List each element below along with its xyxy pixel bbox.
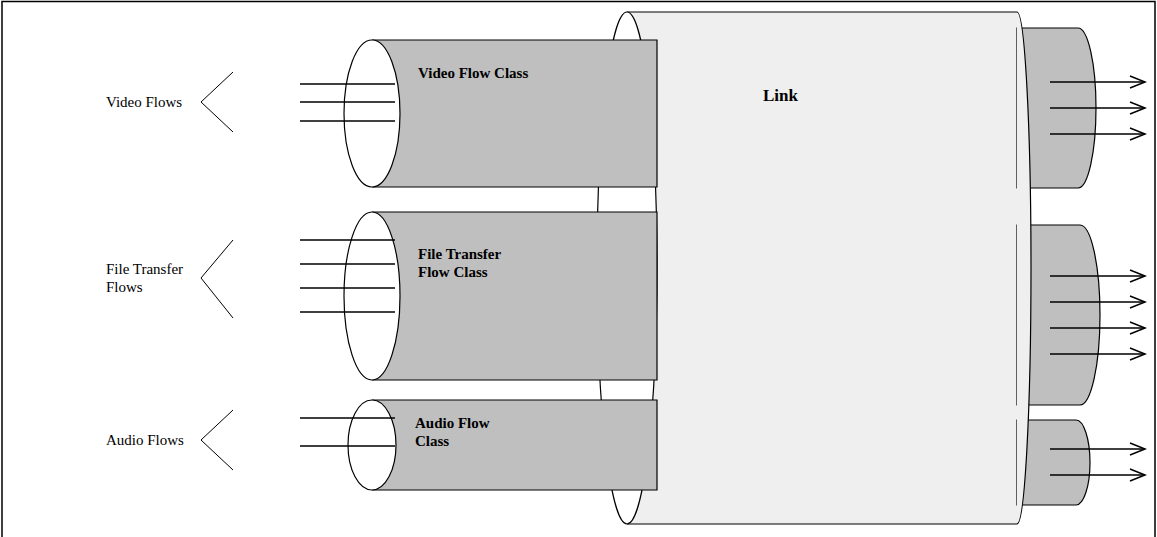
link-cap <box>1017 12 1031 524</box>
flow-class-pipe: File Transfer Flow Class <box>344 212 657 380</box>
flow-group-label: Audio Flows <box>106 431 200 449</box>
class-label: Audio Flow Class <box>415 414 527 450</box>
group-label-text: Audio Flows <box>106 431 200 449</box>
pipe-body <box>372 40 657 187</box>
flow-arrows <box>1050 76 1145 481</box>
group-label-text: Video Flows <box>106 93 200 111</box>
group-label-text: File Transfer Flows <box>106 260 200 296</box>
class-label: Video Flow Class <box>418 64 530 82</box>
class-label: File Transfer Flow Class <box>418 245 530 281</box>
flow-lines <box>300 84 395 446</box>
class-label: Link <box>763 86 883 106</box>
flow-class-pipe: Video Flow Class <box>344 40 657 187</box>
pipe-face <box>344 40 400 187</box>
flow-group-label: Video Flows <box>106 93 200 111</box>
bracket <box>201 72 233 470</box>
link-cap-edge <box>1017 12 1031 524</box>
pipe-face <box>348 400 396 490</box>
link-body <box>627 12 1017 524</box>
pipe-body <box>372 400 657 490</box>
pipe-edge <box>372 212 657 380</box>
flow-group-label: File Transfer Flows <box>106 260 200 296</box>
pipe-body <box>372 212 657 380</box>
pipe-edge <box>372 40 657 187</box>
link-cylinder: Link <box>627 12 1017 524</box>
pipe-edge <box>372 400 657 490</box>
link-edge <box>627 11 1017 12</box>
flow-class-pipe: Audio Flow Class <box>348 400 657 490</box>
pipe-face <box>344 212 400 380</box>
link-edge <box>627 523 1017 524</box>
